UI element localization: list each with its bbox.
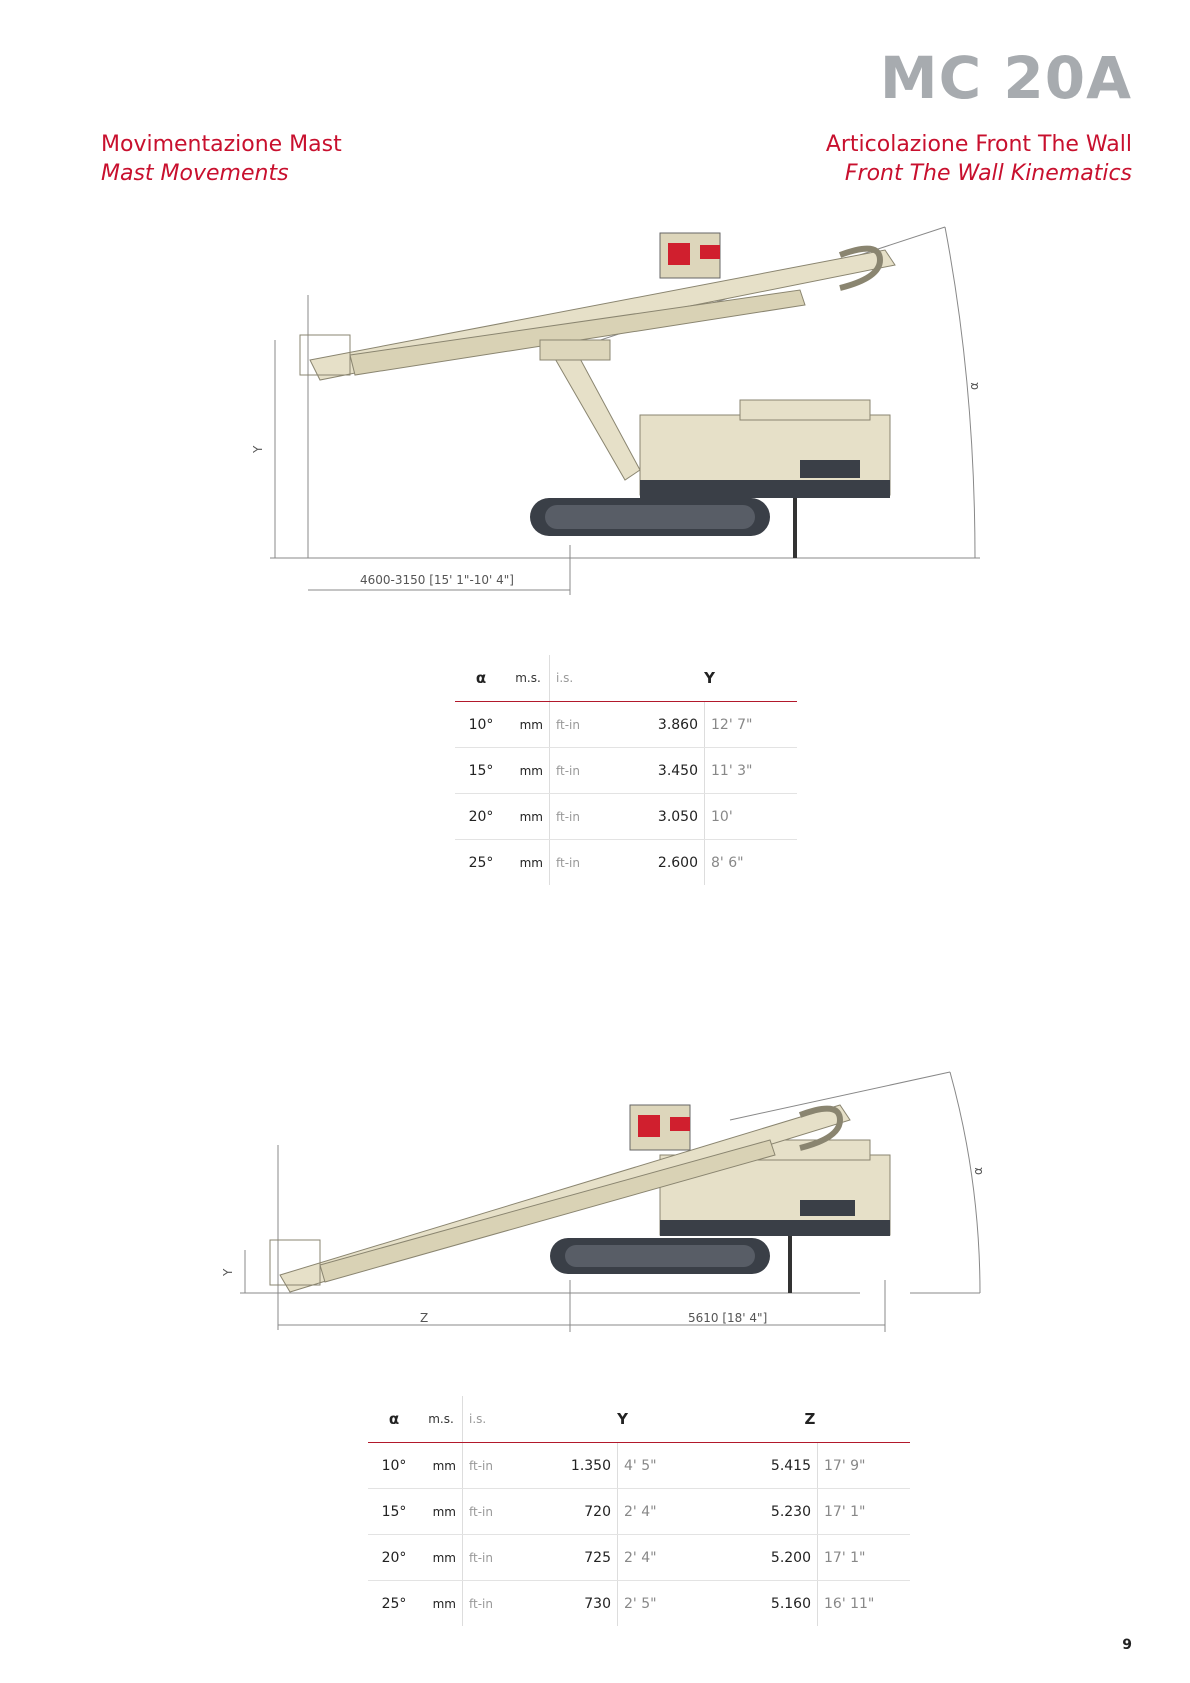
z-ftin: 17' 1": [817, 1534, 910, 1581]
y-dimension-label: Y: [251, 445, 265, 454]
header-english: Front The Wall Kinematics: [844, 161, 1132, 186]
is-unit: ft-in: [462, 1580, 535, 1626]
y-mm: 720: [535, 1488, 618, 1535]
offset-dimension-label: 5610 [18' 4"]: [688, 1311, 767, 1325]
header-italian: Articolazione Front The Wall: [825, 132, 1132, 157]
is-unit: ft-in: [462, 1534, 535, 1581]
alpha-label: α: [967, 382, 981, 390]
mast-movement-diagram: Y α 4600-3150 [15' 1"-10' 4"]: [251, 226, 981, 595]
y-mm: 1.350: [535, 1442, 618, 1489]
y-ftin: 11' 3": [704, 747, 797, 794]
ms-unit: mm: [420, 1442, 463, 1489]
z-dimension-label: Z: [420, 1311, 428, 1325]
header-english: Mast Movements: [101, 161, 289, 186]
is-unit: ft-in: [462, 1442, 535, 1489]
page-number: 9: [1122, 1637, 1132, 1653]
front-the-wall-diagram: Y Z α 5610 [18' 4"]: [221, 1071, 985, 1332]
is-unit: ft-in: [462, 1488, 535, 1535]
y-mm: 725: [535, 1534, 618, 1581]
z-mm: 5.160: [770, 1595, 811, 1612]
angle: 25°: [468, 854, 494, 871]
y-mm: 3.450: [622, 747, 705, 794]
table-row: 25° mm ft-in 2.600 8' 6": [455, 839, 797, 885]
section-header-front-the-wall: Articolazione Front The Wall Front The W…: [826, 130, 1132, 188]
z-mm: 5.200: [710, 1534, 818, 1581]
header-is: i.s.: [462, 1396, 535, 1443]
drill-rig-illustration: [299, 232, 896, 558]
ms-unit: mm: [420, 1534, 463, 1581]
angle: 10°: [368, 1442, 420, 1489]
y-ftin: 2' 4": [617, 1534, 710, 1581]
z-mm: 5.415: [710, 1442, 818, 1489]
header-italian: Movimentazione Mast: [101, 132, 342, 157]
is-unit: ft-in: [549, 793, 622, 840]
y-mm: 730: [584, 1595, 611, 1612]
header-is: i.s.: [549, 655, 622, 702]
z-mm: 5.230: [710, 1488, 818, 1535]
z-ftin: 16' 11": [817, 1580, 910, 1626]
z-ftin: 17' 9": [817, 1442, 910, 1489]
ms-unit: mm: [420, 1488, 463, 1535]
angle: 15°: [455, 747, 507, 794]
drill-rig-illustration: [269, 1104, 891, 1293]
table-row: 25° mm ft-in 730 2' 5" 5.160 16' 11": [368, 1580, 910, 1626]
is-unit: ft-in: [549, 701, 622, 748]
reach-dimension-label: 4600-3150 [15' 1"-10' 4"]: [360, 573, 514, 587]
y-mm: 3.050: [622, 793, 705, 840]
header-ms: m.s.: [507, 655, 550, 702]
header-y: Y: [535, 1396, 710, 1443]
is-unit: ft-in: [549, 747, 622, 794]
y-dimension-label: Y: [221, 1268, 235, 1277]
y-ftin: 2' 5": [617, 1580, 710, 1626]
y-ftin: 8' 6": [704, 839, 797, 885]
model-title: MC 20A: [879, 44, 1132, 112]
y-ftin: 2' 4": [617, 1488, 710, 1535]
angle: 25°: [381, 1595, 407, 1612]
alpha-label: α: [971, 1167, 985, 1175]
ms-unit: mm: [432, 1596, 456, 1611]
header-alpha: α: [455, 655, 507, 702]
header-z: Z: [710, 1396, 910, 1443]
section-header-mast-movements: Movimentazione Mast Mast Movements: [101, 130, 342, 188]
y-ftin: 4' 5": [617, 1442, 710, 1489]
header-alpha: α: [368, 1396, 420, 1443]
is-unit: ft-in: [549, 839, 622, 885]
y-mm: 2.600: [657, 854, 698, 871]
y-mm: 3.860: [622, 701, 705, 748]
ms-unit: mm: [507, 793, 550, 840]
angle: 15°: [368, 1488, 420, 1535]
angle: 10°: [455, 701, 507, 748]
ms-unit: mm: [507, 701, 550, 748]
angle: 20°: [455, 793, 507, 840]
y-ftin: 10': [704, 793, 797, 840]
header-ms: m.s.: [420, 1396, 463, 1443]
y-ftin: 12' 7": [704, 701, 797, 748]
header-y: Y: [622, 655, 797, 702]
ms-unit: mm: [507, 747, 550, 794]
ms-unit: mm: [519, 855, 543, 870]
z-ftin: 17' 1": [817, 1488, 910, 1535]
angle: 20°: [368, 1534, 420, 1581]
